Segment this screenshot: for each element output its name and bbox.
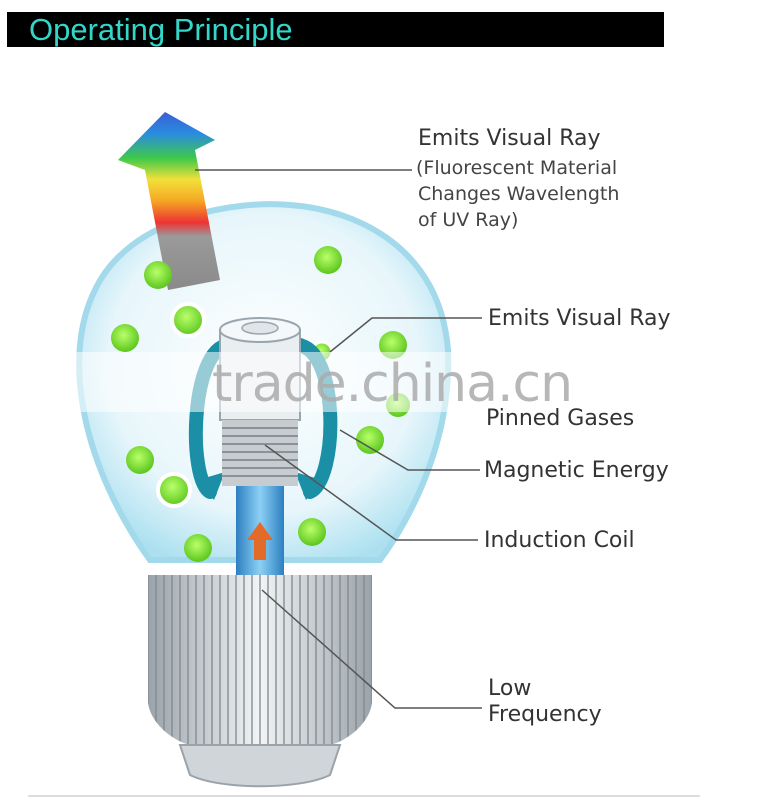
green-dot: [126, 446, 154, 474]
bottom-divider: [28, 795, 700, 797]
label-fluorescent-2: Changes Wavelength: [418, 183, 620, 205]
visual-ray-arrow: [118, 112, 220, 290]
callout-lines: [195, 169, 482, 709]
green-dot: [111, 324, 139, 352]
label-frequency: Frequency: [488, 702, 602, 727]
label-emits-visual-ray-top: Emits Visual Ray: [418, 126, 601, 151]
watermark-text: trade.china.cn: [212, 354, 573, 414]
label-induction-coil: Induction Coil: [484, 528, 635, 553]
page-title: Operating Principle: [29, 12, 293, 47]
green-dot: [356, 426, 384, 454]
green-dot: [184, 534, 212, 562]
label-low: Low: [488, 676, 532, 701]
lamp-base: [148, 575, 372, 788]
up-arrow-icon: [247, 522, 273, 560]
header-bar: Operating Principle: [7, 12, 664, 47]
watermark-band: [70, 352, 640, 412]
label-fluorescent-1: (Fluorescent Material: [416, 157, 618, 179]
coil-arrows: [198, 472, 322, 500]
green-dot-highlight: [156, 472, 192, 508]
label-magnetic-energy: Magnetic Energy: [484, 458, 669, 483]
green-dot: [298, 518, 326, 546]
label-emits-visual-ray-mid: Emits Visual Ray: [488, 306, 671, 331]
green-dot-highlight: [170, 302, 206, 338]
label-fluorescent-3: of UV Ray): [418, 209, 519, 231]
green-dot: [314, 246, 342, 274]
label-pinned-gases: Pinned Gases: [486, 406, 635, 431]
green-dot: [144, 261, 172, 289]
